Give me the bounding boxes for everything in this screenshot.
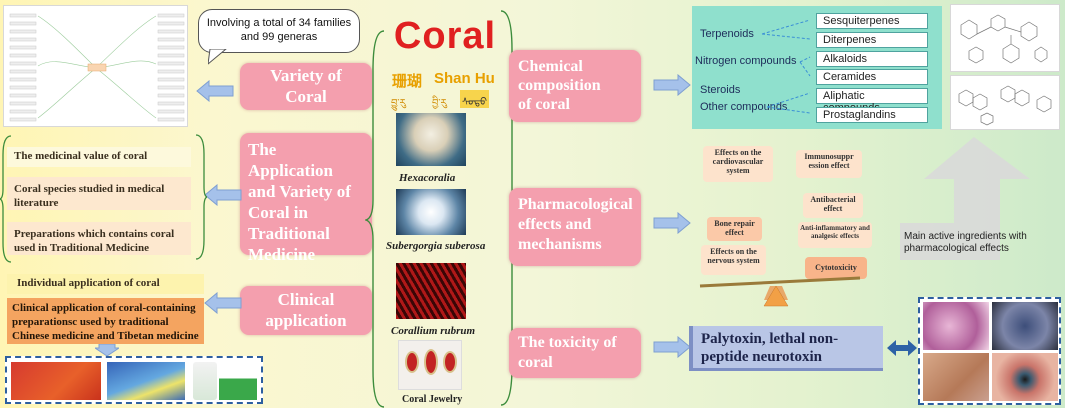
structures-image-top — [950, 4, 1060, 72]
application-line2: and Variety of — [248, 182, 351, 201]
hexacoralia-photo — [396, 113, 466, 166]
pinyin-name: Shan Hu — [434, 70, 495, 87]
item-diterpenes: Diterpenes — [816, 32, 928, 48]
item-prostaglandins: Prostaglandins — [816, 107, 928, 123]
speech-bubble: Involving a total of 34 families and 99 … — [198, 9, 360, 53]
chemical-line1: Chemical — [518, 58, 583, 75]
pharm-line1: Pharmacological — [518, 196, 633, 213]
application-line4: Traditional — [248, 224, 330, 243]
variety-line2: Coral — [285, 87, 327, 106]
corallium-label: Corallium rubrum — [391, 325, 476, 337]
toxicity-box[interactable]: The toxicity of coral — [509, 328, 641, 378]
main-active-label: Main active ingredients with pharmacolog… — [904, 231, 1027, 254]
double-arrow-icon — [887, 340, 917, 356]
mindmap-graphic — [9, 13, 185, 122]
effect-bone-repair: Bone repair effect — [707, 217, 762, 241]
item-alkaloids: Alkaloids — [816, 51, 928, 67]
group-terpenoids: Terpenoids — [700, 28, 754, 40]
palytoxin-box: Palytoxin, lethal non-peptide neurotoxin — [689, 326, 883, 371]
products-photo-strip — [5, 356, 263, 404]
hexacoralia-label: Hexacoralia — [399, 172, 456, 184]
speech-tail — [208, 49, 227, 65]
application-right-brace — [195, 134, 207, 260]
effect-antibacterial: Antibacterial effect — [803, 193, 863, 218]
pharm-line3: mechanisms — [518, 236, 602, 253]
molecule-drawing-2 — [958, 85, 1052, 126]
effect-nervous: Effects on the nervous system — [701, 245, 766, 275]
jewelry-photo — [398, 340, 462, 390]
jewelry-label: Coral Jewelry — [402, 394, 463, 405]
page-title: Coral — [393, 15, 497, 57]
item-aliphatic: Aliphatic compounds — [816, 88, 928, 114]
pharm-line2: effects and — [518, 216, 592, 233]
note-preparations: Preparations which contains coral used i… — [7, 222, 191, 255]
product-box-red — [11, 362, 101, 400]
note-medicinal-value: The medicinal value of coral — [7, 147, 191, 167]
structures-image-bottom — [950, 75, 1060, 130]
note-species-studied: Coral species studied in medical literat… — [7, 177, 191, 210]
group-other: Other compounds — [700, 101, 788, 113]
clinical-arrow-icon — [204, 292, 242, 314]
mindmap-thumbnail — [3, 5, 188, 127]
pharm-arrow-icon — [653, 212, 691, 234]
variety-arrow-icon — [196, 80, 234, 102]
effect-cytotoxicity: Cytotoxicity — [805, 257, 867, 279]
toxicity-line2: coral — [518, 354, 553, 371]
subergorgia-label: Subergorgia suberosa — [386, 240, 486, 252]
skin-photo — [923, 353, 989, 401]
chemical-line3: of coral — [518, 96, 570, 113]
product-bottle-white — [193, 362, 217, 400]
group-nitrogen: Nitrogen compounds — [695, 55, 797, 67]
effect-immuno: Immunosuppr ession effect — [796, 150, 862, 178]
chemical-line2: composition — [518, 77, 601, 94]
group-steroids: Steroids — [700, 84, 741, 96]
notes-brace — [0, 135, 12, 263]
balance-scale-icon — [699, 276, 861, 307]
clinical-line1: Clinical — [277, 290, 335, 309]
chemical-composition-box[interactable]: Chemical composition of coral — [509, 50, 641, 122]
note-clinical-preparations: Clinical application of coral-containing… — [7, 298, 204, 344]
item-sesquiterpenes: Sesquiterpenes — [816, 13, 928, 29]
down-arrow-icon — [95, 344, 119, 356]
chinese-name: 珊瑚 — [392, 72, 423, 90]
chemical-connectors — [761, 19, 811, 114]
clinical-line2: application — [265, 311, 347, 330]
histology-photo-1 — [923, 302, 989, 350]
application-line1: The Application — [248, 140, 334, 180]
mongolian-name: ᠰᠤᠳᠤ — [460, 90, 490, 108]
application-arrow-icon — [204, 184, 242, 206]
effect-cardio: Effects on the cardiovascular system — [703, 146, 773, 182]
note-individual-application: Individual application of coral — [7, 274, 204, 294]
toxicity-photo-grid — [918, 297, 1061, 405]
eye-photo — [992, 353, 1058, 401]
application-box[interactable]: The Application and Variety of Coral in … — [240, 133, 372, 264]
molecule-drawing — [960, 14, 1048, 64]
clinical-application-box[interactable]: Clinical application — [240, 286, 372, 335]
chemical-panel: Terpenoids Nitrogen compounds Steroids O… — [692, 6, 942, 129]
application-line3: Coral in — [248, 203, 308, 222]
product-box-blue — [107, 362, 185, 400]
speech-text: Involving a total of 34 families and 99 … — [206, 17, 352, 43]
main-active-gray-arrow — [900, 137, 1030, 260]
pharmacological-box[interactable]: Pharmacological effects and mechanisms — [509, 188, 641, 266]
product-box-green — [219, 364, 257, 400]
application-line5: Medicine — [248, 245, 316, 264]
variety-line1: Variety of — [270, 66, 342, 85]
corallium-photo — [396, 263, 466, 319]
item-ceramides: Ceramides — [816, 69, 928, 85]
toxicity-line1: The toxicity of — [518, 334, 617, 351]
toxicity-arrow-icon — [653, 336, 691, 358]
effect-antiinflammatory: Anti-inflammatory and analgesic effects — [798, 222, 872, 248]
subergorgia-photo — [396, 189, 466, 235]
histology-photo-2 — [992, 302, 1058, 350]
variety-of-coral-box[interactable]: Variety of Coral — [240, 63, 372, 110]
tibetan-name-1: བྱུ་རུ — [391, 98, 406, 109]
center-left-brace — [365, 30, 385, 408]
tibetan-name-2: བྱི་རུ — [432, 98, 447, 109]
chemical-arrow-icon — [653, 74, 691, 96]
